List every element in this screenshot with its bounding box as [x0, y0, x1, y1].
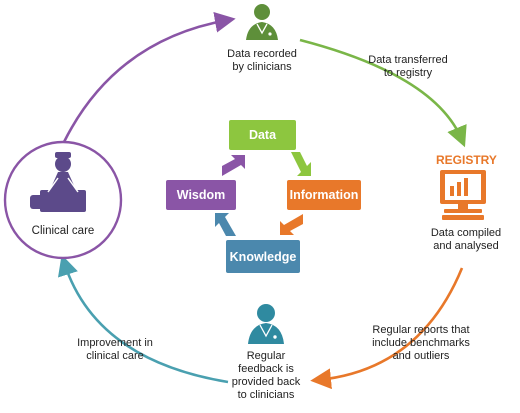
dikw-information-label: Information	[289, 188, 359, 202]
doctor-icon	[246, 4, 278, 40]
dikw-arrow-wisdom-to-data	[222, 155, 245, 176]
arc-bottom-to-clinical-care	[58, 254, 229, 384]
clinical-care-icon	[30, 152, 86, 212]
dikw-wisdom-box: Wisdom	[166, 180, 236, 210]
node-label-feedback: Regular feedback is provided back to cli…	[231, 350, 301, 401]
arc-registry-to-bottom	[310, 267, 464, 390]
node-label-registry-caption: Data compiled and analysed	[430, 227, 502, 252]
dikw-arrow-information-to-knowledge	[280, 214, 303, 235]
dikw-data-box: Data	[229, 120, 296, 150]
node-label-data-recorded: Data recorded by clinicians	[227, 48, 297, 73]
edge-label-data-transferred: Data transferred to registry	[368, 54, 448, 79]
registry-title: REGISTRY	[436, 153, 497, 167]
dikw-data-label: Data	[248, 128, 277, 142]
dikw-knowledge-box: Knowledge	[226, 240, 300, 273]
edge-label-improvement: Improvement in clinical care	[77, 337, 153, 362]
arc-top-to-registry	[299, 38, 467, 148]
dikw-information-box: Information	[287, 180, 361, 210]
dikw-knowledge-label: Knowledge	[229, 249, 297, 264]
node-label-clinical-care: Clinical care	[31, 225, 95, 237]
edge-label-regular-reports: Regular reports that include benchmarks …	[372, 324, 470, 362]
computer-icon	[440, 170, 486, 220]
dikw-arrow-knowledge-to-wisdom	[215, 213, 236, 236]
dikw-wisdom-label: Wisdom	[176, 188, 226, 202]
dikw-arrow-data-to-information	[291, 152, 311, 176]
doctor-icon	[248, 304, 284, 344]
arc-clinical-care-to-top	[62, 12, 236, 143]
